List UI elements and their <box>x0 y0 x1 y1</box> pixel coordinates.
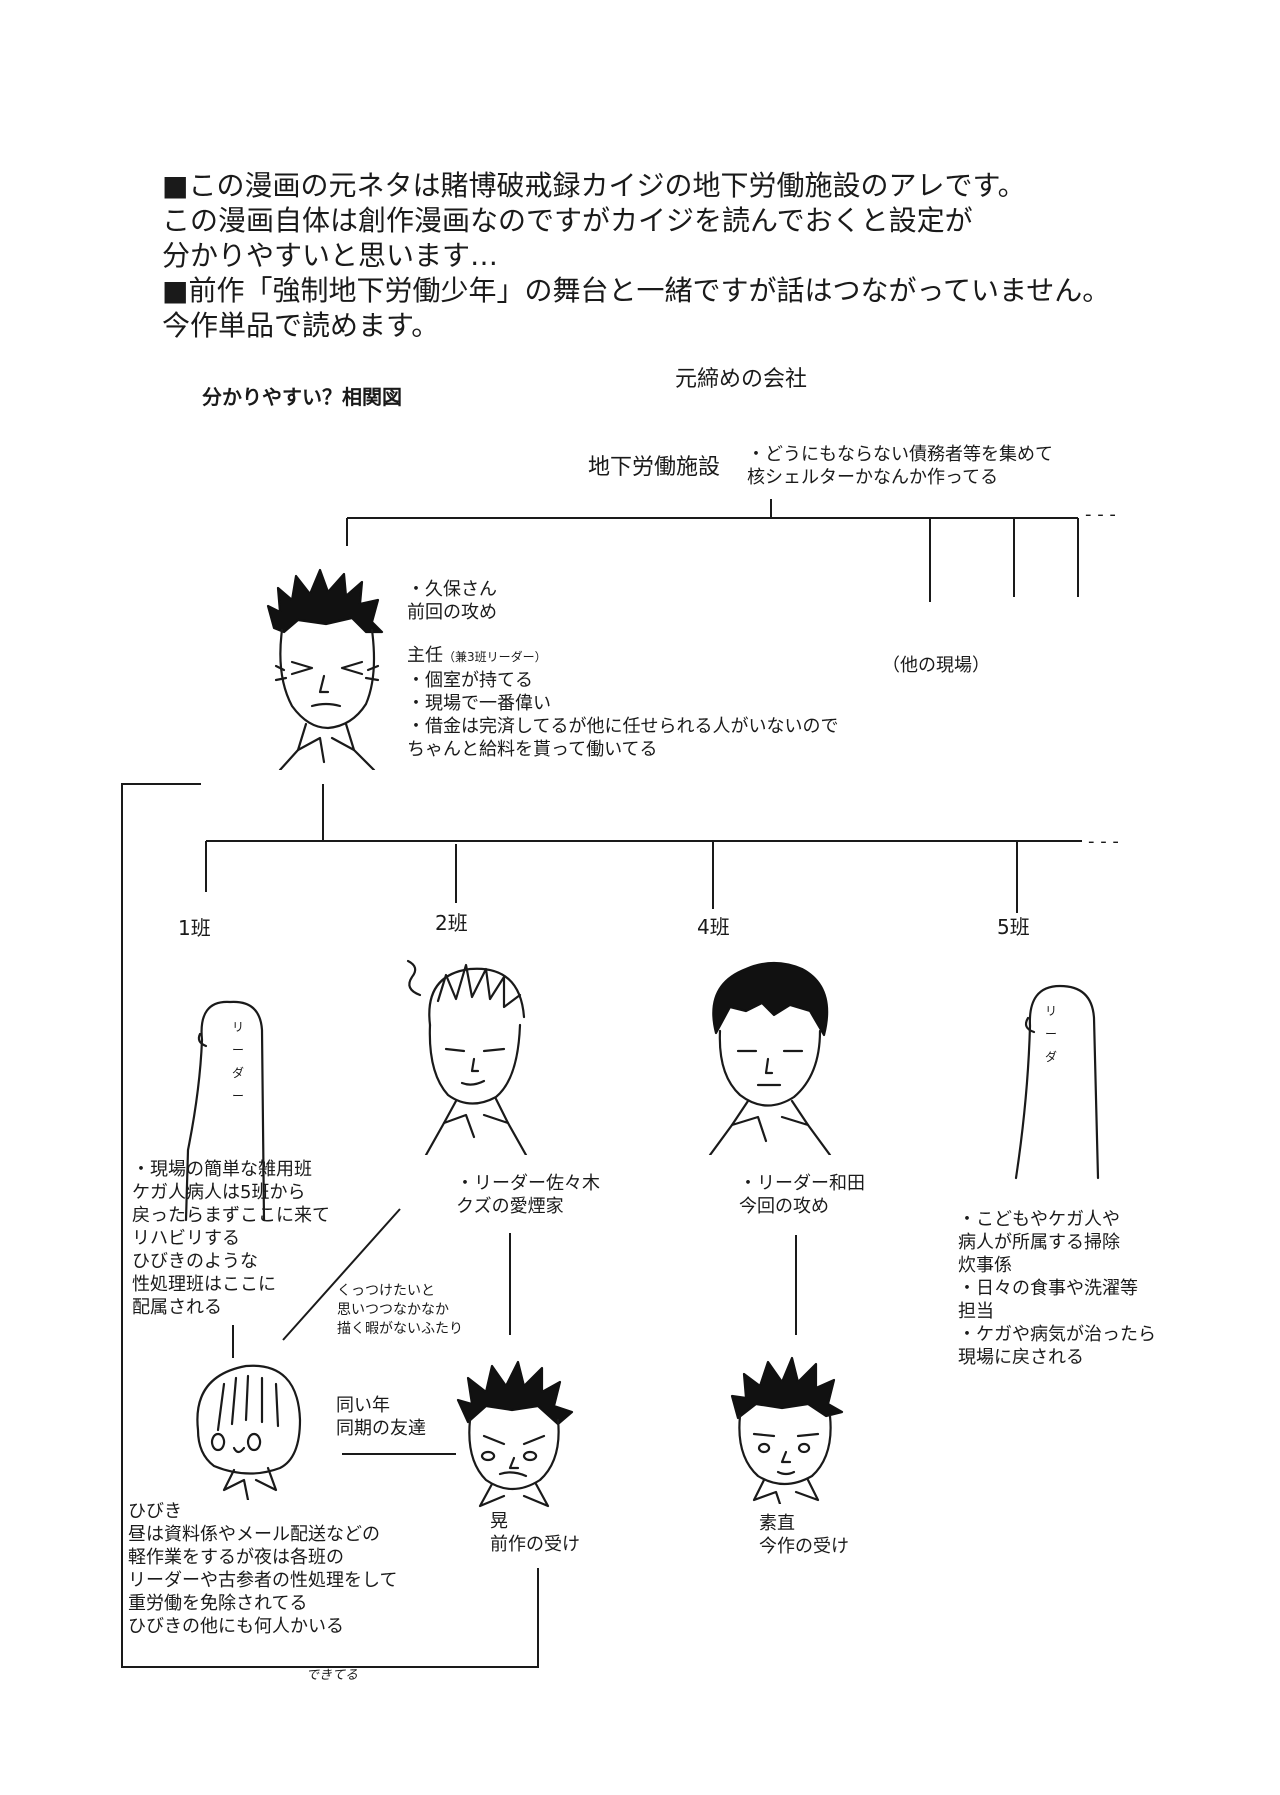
facility-label: 地下労働施設 <box>588 455 721 480</box>
hibiki-line: 重労働を免除されてる <box>128 1593 308 1614</box>
hibiki-line: 軽作業をするが夜は各班の <box>128 1547 344 1568</box>
kubo-title-main: 主任 <box>407 645 443 666</box>
intro-line: 今作単品で読めます。 <box>162 309 440 342</box>
dashes-top: - - - <box>1085 504 1116 525</box>
wada-notes: ・リーダー和田 今回の攻め <box>739 1172 865 1218</box>
team5-label: 5班 <box>997 915 1030 939</box>
placeholder-char: ー <box>232 1089 245 1103</box>
same-age-line: 同い年 <box>336 1395 390 1416</box>
team5-note: 担当 <box>958 1301 994 1322</box>
sasaki-line: クズの愛煙家 <box>456 1196 564 1217</box>
hibiki-line: ひびき <box>128 1501 182 1522</box>
team1-notes: ・現場の簡単な雑用班 ケガ人病人は5班から 戻ったらまずここに来て リハビリする… <box>132 1158 330 1319</box>
intro-line: ■前作「強制地下労働少年」の舞台と一緒ですが話はつながっていません。 <box>162 274 1111 307</box>
team5-note: 現場に戻される <box>958 1347 1084 1368</box>
intro-line: この漫画自体は創作漫画なのですがカイジを読んでおくと設定が <box>162 204 973 237</box>
team1-note: ひびきのような <box>132 1251 258 1272</box>
sasaki-notes: ・リーダー佐々木 クズの愛煙家 <box>456 1172 600 1218</box>
dashes-teams: - - - <box>1088 831 1119 852</box>
kubo-title-sub: （兼3班リーダー） <box>443 650 547 664</box>
placeholder-char: ー <box>232 1043 245 1057</box>
kubo-line: ・久保さん <box>407 579 497 600</box>
facility-note: ・どうにもならない債務者等を集めて 核シェルターかなんか作ってる <box>747 443 1053 489</box>
akira-line: 前作の受け <box>490 1534 580 1555</box>
team1-note: ケガ人病人は5班から <box>132 1182 306 1203</box>
team2-label: 2班 <box>435 911 468 935</box>
sunao-portrait <box>724 1354 848 1504</box>
wada-line: ・リーダー和田 <box>739 1173 865 1194</box>
couple-note: くっつけたいと 思いつつなかなか 描く暇がないふたり <box>337 1282 463 1339</box>
dekiteru-label: できてる <box>306 1668 359 1683</box>
akira-notes: 晃 前作の受け <box>490 1510 580 1556</box>
akira-portrait <box>452 1360 576 1510</box>
team1-note: リハビリする <box>132 1228 240 1249</box>
hibiki-line: ひびきの他にも何人かいる <box>128 1616 344 1637</box>
company-label: 元締めの会社 <box>675 367 808 392</box>
sunao-line: 素直 <box>759 1513 795 1534</box>
line-dekiteru-bracket <box>121 783 539 1668</box>
kubo-line: 前回の攻め <box>407 602 497 623</box>
same-age-line: 同期の友達 <box>336 1418 426 1439</box>
hibiki-line: リーダーや古参者の性処理をして <box>128 1570 398 1591</box>
team5-note: 病人が所属する掃除 <box>958 1232 1120 1253</box>
team1-leader-placeholder <box>180 990 280 1230</box>
couple-note-line: くっつけたいと <box>337 1283 435 1299</box>
kubo-note: ・借金は完済してるが他に任せられる人がいないので <box>407 716 839 737</box>
placeholder-char: ダ <box>1045 1050 1058 1064</box>
diagram-title: 分かりやすい？相関図 <box>202 385 402 409</box>
line-couple <box>282 1208 401 1341</box>
team5-leader-placeholder <box>1010 978 1110 1188</box>
couple-note-line: 描く暇がないふたり <box>337 1321 463 1337</box>
team5-note: 炊事係 <box>958 1255 1012 1276</box>
intro-line: ■この漫画の元ネタは賭博破戒録カイジの地下労働施設のアレです。 <box>162 169 1026 202</box>
team1-note: ・現場の簡単な雑用班 <box>132 1159 312 1180</box>
placeholder-char: ダ <box>232 1066 245 1080</box>
team4-label: 4班 <box>697 915 730 939</box>
wada-line: 今回の攻め <box>739 1196 829 1217</box>
team1-note: 配属される <box>132 1297 222 1318</box>
team5-placeholder-text: リ ー ダ <box>1045 1000 1057 1069</box>
sasaki-line: ・リーダー佐々木 <box>456 1173 600 1194</box>
hibiki-portrait <box>188 1350 306 1500</box>
sasaki-portrait <box>400 955 550 1155</box>
akira-line: 晃 <box>490 1511 508 1532</box>
team5-note: ・日々の食事や洗濯等 <box>958 1278 1138 1299</box>
kubo-note: ・現場で一番偉い <box>407 693 551 714</box>
facility-note-line: 核シェルターかなんか作ってる <box>747 467 999 488</box>
hibiki-line: 昼は資料係やメール配送などの <box>128 1524 380 1545</box>
placeholder-char: リ <box>1045 1004 1058 1018</box>
other-sites-label: （他の現場） <box>882 655 990 676</box>
intro-text: ■この漫画の元ネタは賭博破戒録カイジの地下労働施設のアレです。 この漫画自体は創… <box>162 168 1110 343</box>
sunao-line: 今作の受け <box>759 1536 849 1557</box>
kubo-portrait <box>262 566 386 770</box>
team1-placeholder-text: リ ー ダ ー <box>232 1016 244 1108</box>
team1-note: 戻ったらまずここに来て <box>132 1205 330 1226</box>
team5-note: ・ケガや病気が治ったら <box>958 1324 1156 1345</box>
sunao-notes: 素直 今作の受け <box>759 1512 849 1558</box>
kubo-title: 主任（兼3班リーダー） <box>407 644 838 669</box>
team1-note: 性処理班はここに <box>132 1274 276 1295</box>
same-age-note: 同い年 同期の友達 <box>336 1394 426 1440</box>
wada-portrait <box>690 955 850 1155</box>
facility-note-line: ・どうにもならない債務者等を集めて <box>747 444 1053 465</box>
team5-notes: ・こどもやケガ人や 病人が所属する掃除 炊事係 ・日々の食事や洗濯等 担当 ・ケ… <box>958 1208 1156 1369</box>
hibiki-notes: ひびき 昼は資料係やメール配送などの 軽作業をするが夜は各班の リーダーや古参者… <box>128 1500 397 1638</box>
intro-line: 分かりやすいと思います… <box>162 239 499 272</box>
kubo-notes: ・久保さん 前回の攻め 主任（兼3班リーダー） ・個室が持てる ・現場で一番偉い… <box>407 578 838 761</box>
kubo-note: ・個室が持てる <box>407 670 533 691</box>
team1-label: 1班 <box>178 916 211 940</box>
team5-note: ・こどもやケガ人や <box>958 1209 1120 1230</box>
kubo-note: ちゃんと給料を貰って働いてる <box>407 739 658 760</box>
placeholder-char: ー <box>1045 1027 1058 1041</box>
couple-note-line: 思いつつなかなか <box>337 1302 449 1318</box>
placeholder-char: リ <box>232 1020 245 1034</box>
